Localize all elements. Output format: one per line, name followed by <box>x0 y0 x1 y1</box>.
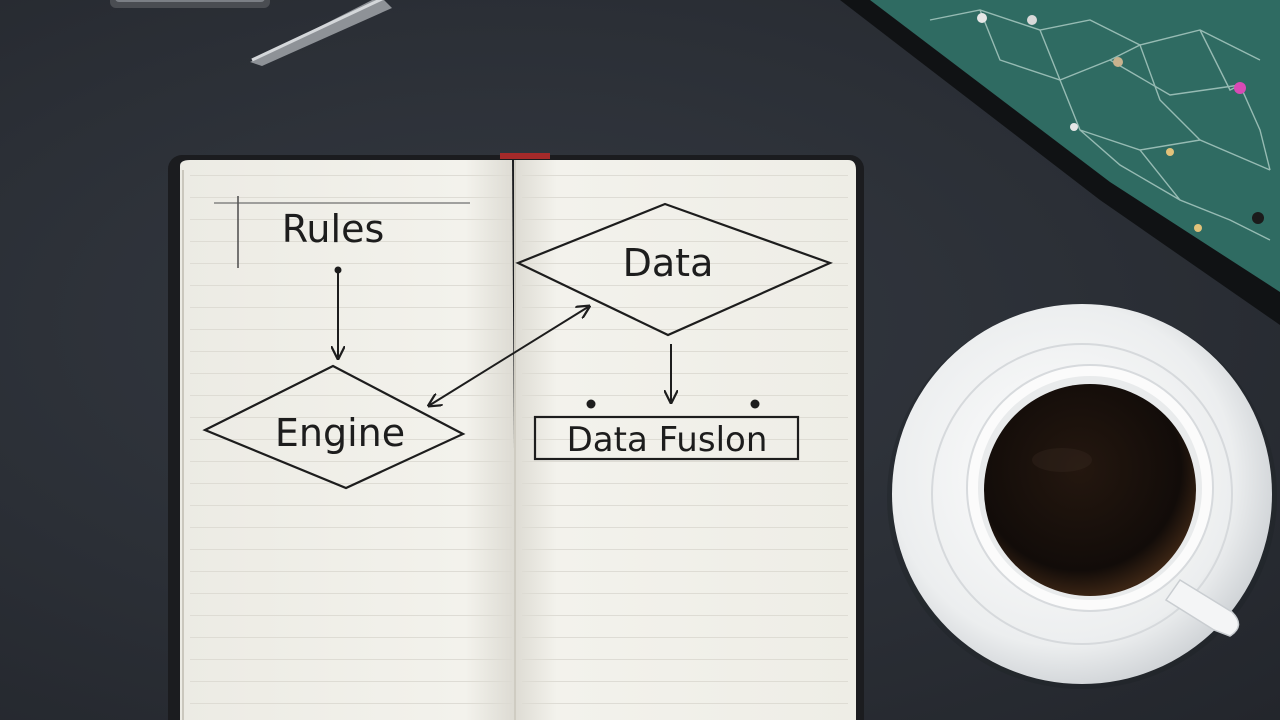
node-engine: Engine <box>275 411 405 455</box>
flowchart: Rules Data Engine Data Fuslon <box>202 196 833 490</box>
tablet <box>840 0 1280 325</box>
notebook <box>168 153 864 720</box>
engine-diamond-shape <box>202 364 466 490</box>
fusion-box-shape <box>533 415 800 461</box>
pen <box>110 0 392 66</box>
data-diamond-shape <box>515 202 833 337</box>
edge-engine-data <box>430 307 588 405</box>
node-rules: Rules <box>282 207 385 251</box>
node-data-fusion: Data Fuslon <box>567 420 768 460</box>
coffee-cup <box>887 304 1277 689</box>
coffee <box>984 384 1196 596</box>
cup-handle <box>1164 578 1240 637</box>
node-data: Data <box>623 241 714 285</box>
